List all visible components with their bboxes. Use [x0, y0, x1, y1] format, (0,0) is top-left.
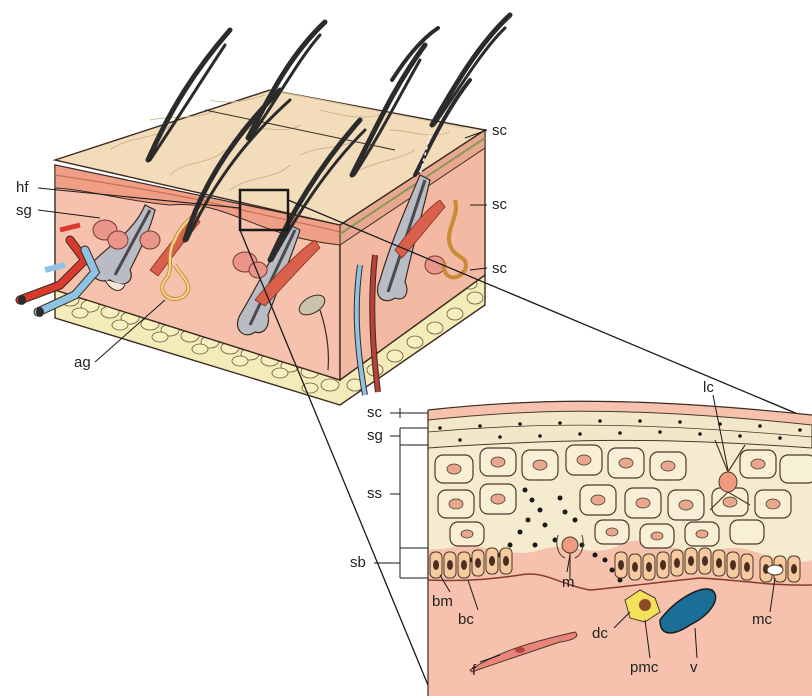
label-ss: ss	[367, 486, 382, 501]
label-f: f	[472, 663, 476, 678]
label-hf: hf	[16, 180, 29, 195]
label-lc: lc	[703, 380, 714, 395]
label-dc: dc	[592, 626, 608, 641]
label-sc-mid: sc	[492, 197, 507, 212]
label-mc: mc	[752, 612, 772, 627]
label-bm: bm	[432, 594, 453, 609]
label-ag: ag	[74, 355, 91, 370]
label-sb: sb	[350, 555, 366, 570]
label-m: m	[562, 575, 575, 590]
label-pmc: pmc	[630, 660, 658, 675]
skin-block	[18, 15, 510, 405]
epidermis-inset	[428, 395, 812, 696]
label-sc-top: sc	[492, 123, 507, 138]
label-sg-inset: sg	[367, 428, 383, 443]
label-v: v	[690, 660, 698, 675]
label-sc-low: sc	[492, 261, 507, 276]
label-sg-overview: sg	[16, 203, 32, 218]
label-bc: bc	[458, 612, 474, 627]
label-sc-inset: sc	[367, 405, 382, 420]
